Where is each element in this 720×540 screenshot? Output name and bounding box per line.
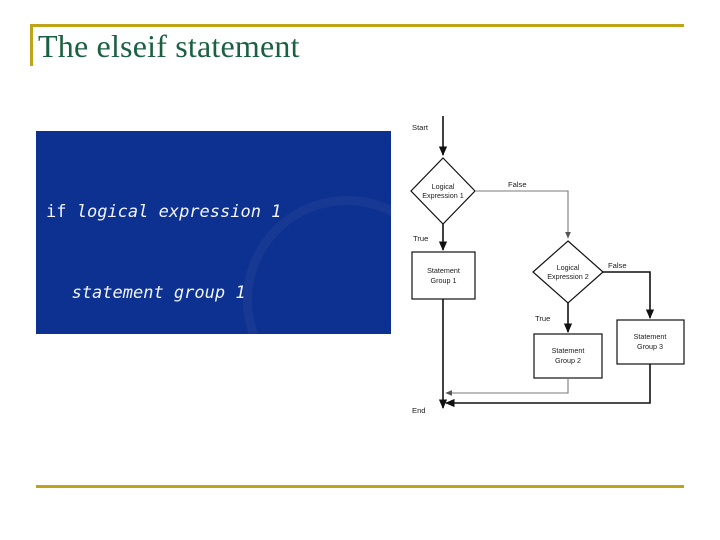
node-statement-group-3	[616, 319, 685, 365]
flowchart-start-label: Start	[412, 123, 429, 132]
edge-decision1-true-label: True	[413, 234, 428, 243]
title-rule-bottom	[36, 485, 684, 488]
code-keyword: if	[46, 202, 77, 222]
stmt1-label-line1: Statement	[427, 266, 460, 275]
code-listing: if logical expression 1 statement group …	[46, 145, 387, 334]
title-rule-left	[30, 24, 33, 66]
decision1-label-line1: Logical	[432, 182, 455, 191]
decision2-label-line1: Logical	[557, 263, 580, 272]
page-title: The elseif statement	[38, 28, 300, 64]
edge-decision1-false-label: False	[508, 180, 527, 189]
stmt3-label-line1: Statement	[634, 332, 667, 341]
edge-statement3-merge	[445, 364, 651, 408]
code-expression: statement group 1	[71, 283, 246, 303]
stmt2-label-line2: Group 2	[555, 356, 581, 365]
edge-decision1-false	[475, 190, 571, 239]
code-block: if logical expression 1 statement group …	[36, 131, 391, 334]
decision2-label-line2: Expression 2	[547, 272, 589, 281]
stmt3-label-line2: Group 3	[637, 342, 663, 351]
flowchart-diagram: Start Logical Expression 1 False True St…	[396, 108, 696, 428]
title-rule-top	[30, 24, 684, 27]
stmt1-label-line2: Group 1	[431, 276, 457, 285]
flowchart-end-label: End	[412, 406, 426, 415]
decision1-label-line2: Expression 1	[422, 191, 464, 200]
code-line-1: if logical expression 1	[46, 199, 387, 226]
edge-decision2-false	[603, 271, 655, 319]
stmt2-label-line1: Statement	[552, 346, 585, 355]
code-expression: logical expression 1	[76, 202, 282, 222]
edge-decision2-false-label: False	[608, 261, 627, 270]
edge-statement2-merge	[445, 378, 569, 396]
node-statement-group-2	[533, 333, 603, 379]
edge-decision2-true-label: True	[535, 314, 550, 323]
node-statement-group-1	[411, 251, 476, 300]
code-line-2: statement group 1	[46, 280, 387, 307]
